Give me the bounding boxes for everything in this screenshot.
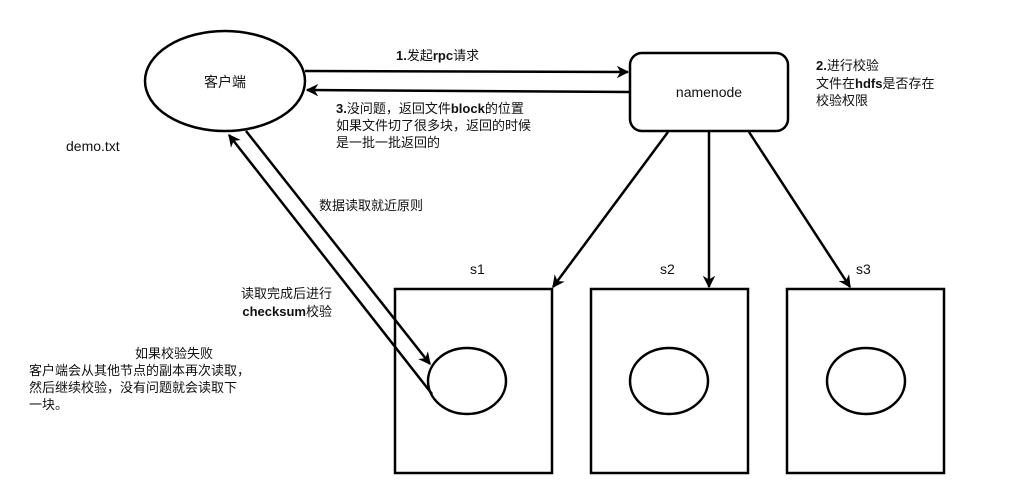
checksum-keyword: checksum: [242, 304, 306, 319]
step2-hdfs: hdfs: [855, 76, 883, 91]
failure-line4: 一块。: [29, 398, 69, 413]
arrow-namenode-to-s3: [747, 131, 852, 289]
datanode-s1-label: s1: [470, 261, 485, 277]
nearest-read-annotation: 数据读取就近原则: [319, 199, 424, 214]
checksum-line1: 读取完成后进行: [240, 287, 332, 302]
step2-line3: 校验权限: [816, 94, 869, 109]
client-label: 客户端: [204, 75, 246, 91]
datanode-s3-label: s3: [856, 261, 871, 277]
step3-line2: 如果文件切了很多块，返回的时候: [336, 119, 532, 134]
step2-number: 2.: [816, 58, 827, 73]
failure-line2: 客户端会从其他节点的副本再次读取，: [29, 364, 251, 379]
step1-rpc: rpc: [432, 48, 454, 63]
block-s3: [825, 346, 907, 416]
step2-annotation: 2.进行校验 文件在hdfs是否存在 校验权限: [816, 57, 934, 110]
step3-line1-post: 的位置: [484, 102, 524, 117]
step3-line1-pre: 没问题，返回文件: [346, 102, 451, 117]
arrow-rpc-request: [304, 65, 630, 79]
block-s1: [426, 346, 508, 416]
arrow-return-block-locations: [305, 83, 631, 97]
step1-number: 1.: [396, 48, 407, 63]
namenode-label: namenode: [675, 84, 743, 100]
arrow-block-to-client: [228, 134, 433, 395]
step3-line3: 是一批一批返回的: [336, 136, 441, 151]
file-label: demo.txt: [66, 138, 120, 154]
block-s2: [628, 346, 710, 416]
step2-line2-pre: 文件在: [816, 77, 856, 92]
datanode-s2-label: s2: [660, 261, 675, 277]
step2-line1: 进行校验: [826, 59, 879, 74]
failure-annotation: 如果校验失败 客户端会从其他节点的副本再次读取， 然后继续校验，没有问题就会读取…: [29, 346, 319, 414]
failure-line3: 然后继续校验，没有问题就会读取下: [29, 381, 238, 396]
step1-text-pre: 发起: [406, 49, 433, 64]
checksum-line2-post: 校验: [305, 305, 332, 320]
checksum-annotation: 读取完成后进行 checksum校验: [186, 286, 332, 321]
arrow-client-to-block: [245, 130, 431, 365]
step3-annotation: 3.没问题，返回文件block的位置 如果文件切了很多块，返回的时候 是一批一批…: [336, 100, 531, 152]
step3-block: block: [450, 101, 485, 116]
client-node-shape[interactable]: [143, 29, 307, 133]
arrow-namenode-to-s1: [551, 131, 670, 289]
step1-annotation: 1.发起rpc请求: [396, 47, 479, 65]
step3-number: 3.: [336, 101, 347, 116]
failure-line1: 如果校验失败: [134, 347, 213, 362]
step1-text-post: 请求: [453, 49, 480, 64]
step2-line2-post: 是否存在: [882, 77, 935, 92]
